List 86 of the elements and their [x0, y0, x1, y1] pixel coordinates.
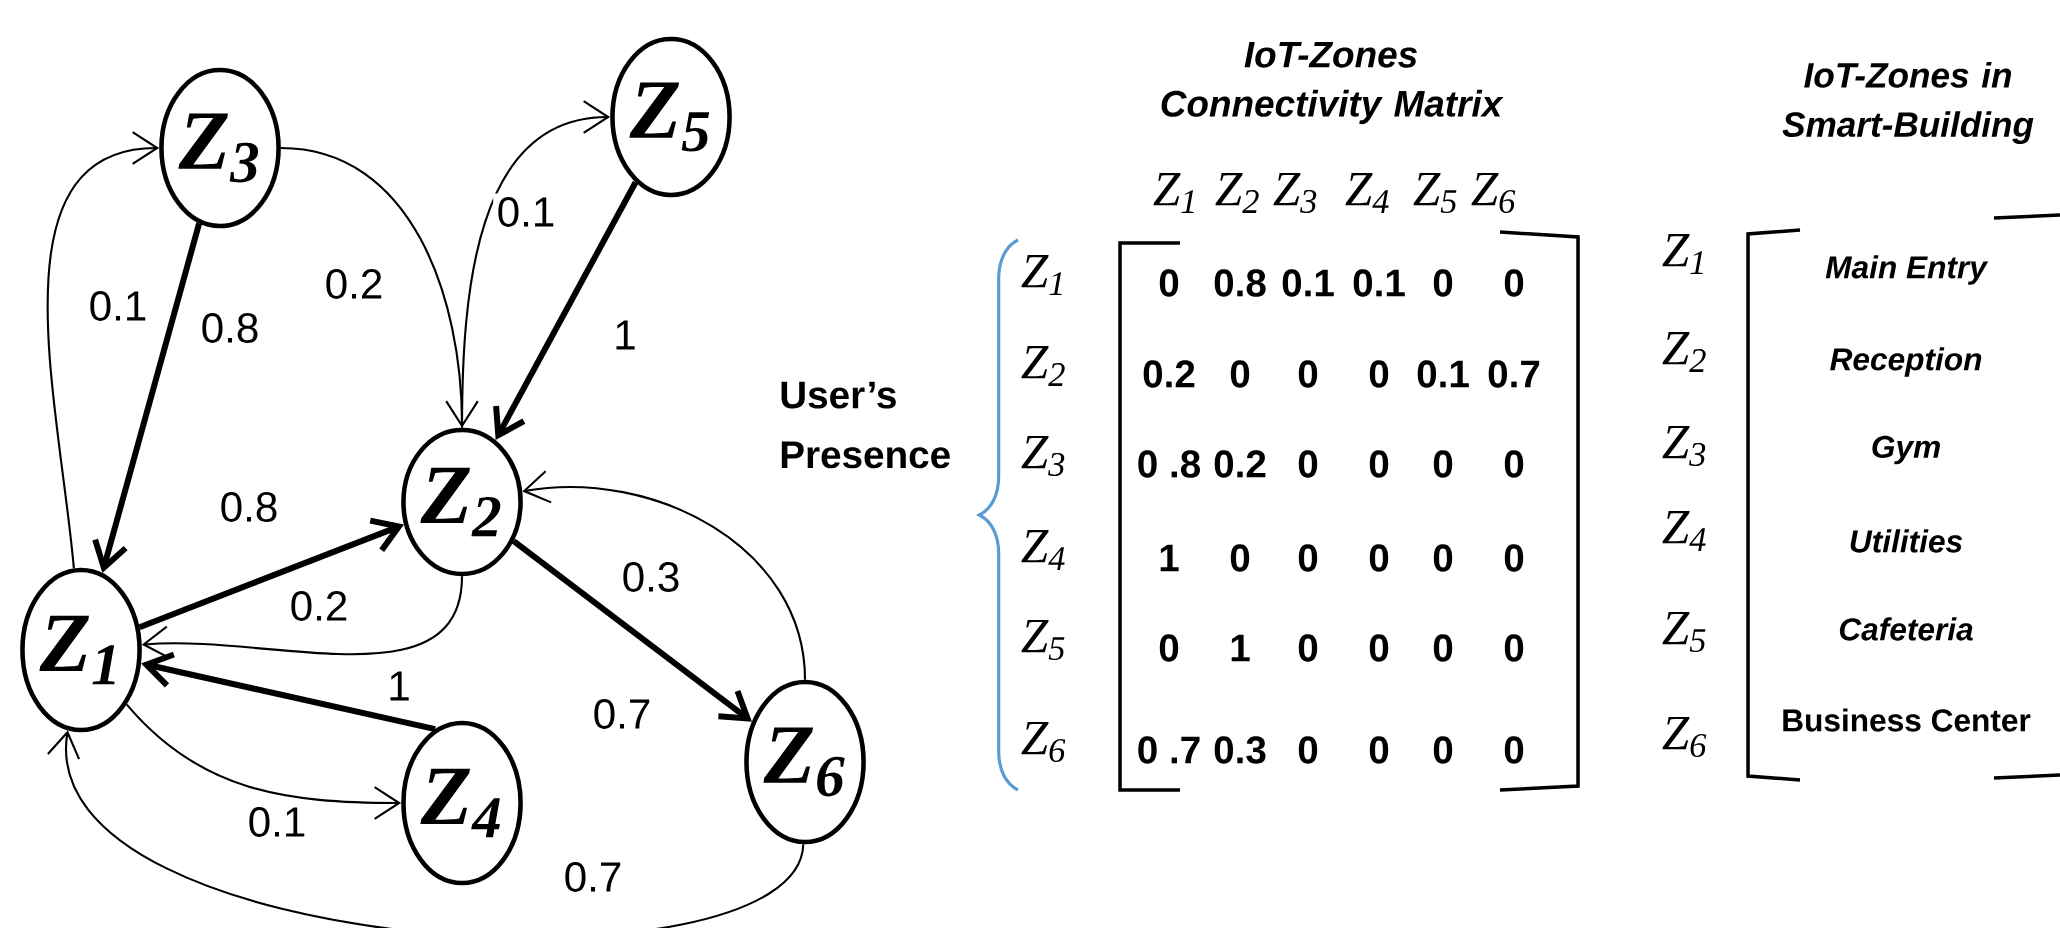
- arrow: [280, 146, 479, 428]
- matrix-cell: 0.8: [1214, 269, 1266, 297]
- arrow: [493, 180, 639, 441]
- matrix-cell: 0: [1298, 736, 1318, 764]
- matrix-cell: 0 .8: [1138, 450, 1200, 478]
- row-header: Z$_{1}$: [1021, 255, 1062, 295]
- matrix-cell: 0: [1433, 450, 1453, 478]
- row-header: Z$_{6}$: [1662, 716, 1707, 758]
- arrow: [141, 651, 436, 733]
- matrix-cell: 0: [1369, 736, 1389, 764]
- edge-label: 0.2: [286, 587, 352, 625]
- arrow: [125, 703, 402, 820]
- row-header: Z$_{4}$: [1662, 511, 1706, 551]
- row-header: Z$_{1}$: [1662, 234, 1703, 274]
- row-header: Z$_{2}$: [1021, 346, 1065, 386]
- edge-label: 0.3: [618, 558, 684, 596]
- arrow: [522, 470, 807, 680]
- edge-label: 0.7: [560, 858, 626, 896]
- zone-name: Gym: [1872, 435, 1940, 465]
- row-header: Z$_{6}$: [1021, 721, 1066, 763]
- matrix-cell: 0: [1504, 634, 1524, 662]
- matrix-cell: 0: [1369, 360, 1389, 388]
- matrix-title: IoT-Zones Connectivity Matrix: [1161, 41, 1504, 125]
- matrix-cell: 0: [1159, 269, 1179, 297]
- edge-label: 0.8: [197, 309, 263, 347]
- row-header: Z$_{2}$: [1662, 332, 1706, 372]
- matrix-cell: 0: [1504, 544, 1524, 572]
- arrow: [511, 538, 752, 722]
- edge-label: 0.1: [244, 803, 310, 841]
- matrix-cell: 0: [1298, 450, 1318, 478]
- matrix-cell: 0: [1433, 544, 1453, 572]
- arrow: [138, 517, 405, 631]
- arrow: [92, 222, 202, 573]
- row-header: Z$_{5}$: [1021, 619, 1065, 661]
- matrix-cell: 0: [1230, 544, 1250, 572]
- edge-label: 1: [609, 316, 641, 353]
- matrix-cell: 0: [1504, 450, 1524, 478]
- zone-name: Main Entry: [1825, 255, 1989, 285]
- matrix-cell: 0.2: [1143, 360, 1195, 388]
- matrix-cell: 1: [1231, 634, 1250, 662]
- matrix-cell: 0.1: [1353, 269, 1405, 297]
- matrix-cell: 0: [1298, 544, 1318, 572]
- matrix-cell: 0 .7: [1138, 736, 1200, 764]
- column-header: Z$_{5}$: [1413, 172, 1457, 214]
- zone-name: Reception: [1830, 347, 1982, 377]
- zone-name: Utilities: [1850, 529, 1963, 553]
- matrix-cell: 0: [1433, 634, 1453, 662]
- column-header: Z$_{4}$: [1345, 173, 1389, 213]
- arrow: [460, 100, 611, 428]
- list-title: IoT-Zones in Smart-Building: [1782, 62, 2034, 144]
- edge-label: 0.7: [589, 695, 655, 733]
- column-header: Z$_{6}$: [1471, 172, 1516, 214]
- row-header: Z$_{5}$: [1662, 611, 1706, 653]
- arrow: [47, 730, 805, 928]
- matrix-cell: 1: [1160, 544, 1179, 572]
- matrix-cell: 0: [1504, 736, 1524, 764]
- arrow: [46, 131, 160, 569]
- matrix-cell: 0: [1159, 634, 1179, 662]
- row-header: Z$_{3}$: [1021, 435, 1065, 477]
- matrix-cell: 0: [1298, 360, 1318, 388]
- matrix-cell: 0: [1504, 269, 1524, 297]
- edge-label: 0.2: [321, 265, 387, 303]
- matrix-cell: 0: [1369, 634, 1389, 662]
- row-header: Z$_{4}$: [1021, 530, 1065, 570]
- row-header: Z$_{3}$: [1662, 425, 1706, 467]
- matrix-cell: 0: [1230, 360, 1250, 388]
- zone-name: Cafeteria: [1839, 617, 1973, 641]
- matrix-cell: 0.2: [1214, 450, 1266, 478]
- matrix-cell: 0: [1433, 736, 1453, 764]
- matrix-cell: 0.1: [1282, 269, 1334, 297]
- matrix-cell: 0: [1369, 450, 1389, 478]
- edge-label: 0.8: [216, 488, 282, 526]
- matrix-cell: 0: [1298, 634, 1318, 662]
- matrix-cell: 0: [1369, 544, 1389, 572]
- edge-label: 0.1: [493, 193, 559, 231]
- matrix-cell: 0.7: [1488, 360, 1540, 388]
- zone-name: Business Center: [1783, 708, 2031, 732]
- column-header: Z$_{3}$: [1273, 172, 1317, 214]
- edge-label: 1: [383, 668, 415, 705]
- presence-label: User’s Presence: [781, 381, 950, 469]
- column-header: Z$_{1}$: [1153, 173, 1194, 213]
- column-header: Z$_{2}$: [1215, 173, 1259, 213]
- edge-label: 0.1: [85, 287, 151, 325]
- matrix-cell: 0.3: [1214, 736, 1266, 764]
- matrix-cell: 0: [1433, 269, 1453, 297]
- matrix-cell: 0.1: [1417, 360, 1469, 388]
